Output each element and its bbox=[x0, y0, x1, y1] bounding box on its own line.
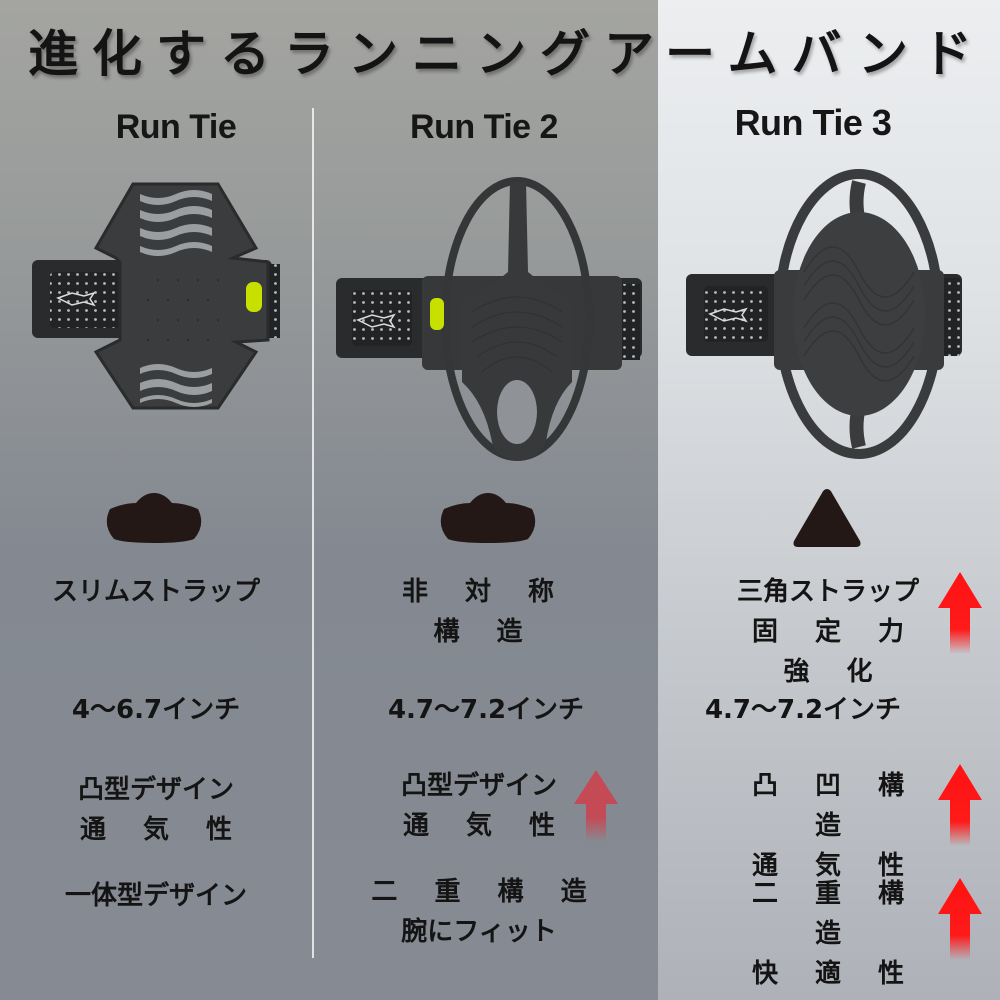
lime-release-button-icon bbox=[246, 282, 262, 312]
ventilation-line-2: 通 気 性 bbox=[751, 851, 919, 881]
product-name: Run Tie 2 bbox=[410, 108, 558, 146]
structure-line-2: 腕にフィット bbox=[401, 917, 557, 947]
page-title: 進化するランニングアームバンド bbox=[28, 25, 986, 83]
product-column-run-tie-3: Run Tie 3 三角ストラップ 固 定 力 強 化 4.7〜7.2 bbox=[658, 0, 1000, 1000]
triangle-profile-icon bbox=[793, 489, 861, 547]
rounded-bump-profile-icon bbox=[440, 493, 536, 543]
structure-line-2: 快 適 性 bbox=[751, 959, 919, 989]
structure-line-1: 二 重 構 造 bbox=[751, 879, 919, 949]
ventilation-label: 凸 凹 構 造 通 気 性 bbox=[708, 766, 948, 886]
ventilation-label: 凸型デザイン 通 気 性 bbox=[354, 766, 604, 846]
ventilation-line-1: 凸型デザイン bbox=[77, 775, 234, 805]
arrow-up-faded-icon bbox=[574, 770, 618, 842]
strap-type-label: 非 対 称 構 造 bbox=[401, 577, 569, 647]
screen-size-label: 4.7〜7.2インチ bbox=[704, 695, 902, 725]
run-tie-armband-image bbox=[32, 182, 280, 410]
product-name: Run Tie 3 bbox=[734, 102, 892, 143]
rounded-bump-profile-icon bbox=[106, 493, 202, 543]
strap-type-line-1: 三角ストラップ bbox=[736, 577, 919, 607]
screen-size-label: 4.7〜7.2インチ bbox=[387, 695, 585, 725]
arrow-up-red-icon bbox=[938, 764, 982, 846]
product-name: Run Tie bbox=[115, 108, 237, 146]
arrow-up-red-icon bbox=[938, 572, 982, 654]
product-column-run-tie-2: Run Tie 2 非 対 称 構 造 4.7〜7.2インチ 凸型デザイン 通 … bbox=[314, 0, 658, 1000]
structure-label: 一体型デザイン bbox=[64, 881, 247, 911]
run-tie-3-armband-image bbox=[686, 169, 962, 459]
ventilation-line-1: 凸型デザイン bbox=[400, 771, 557, 801]
product-column-run-tie: Run Tie スリムストラップ 4〜 bbox=[0, 0, 312, 1000]
ventilation-line-1: 凸 凹 構 造 bbox=[751, 771, 919, 841]
column-divider bbox=[312, 108, 314, 958]
strap-type-line-2: 固 定 力 強 化 bbox=[751, 617, 919, 687]
ventilation-line-2: 通 気 性 bbox=[79, 815, 247, 845]
run-tie-2-armband-image bbox=[336, 177, 642, 461]
structure-label: 二 重 構 造 快 適 性 bbox=[708, 874, 948, 994]
strap-type-label: 三角ストラップ 固 定 力 強 化 bbox=[708, 572, 948, 692]
ventilation-line-2: 通 気 性 bbox=[402, 811, 570, 841]
structure-label: 二 重 構 造 腕にフィット bbox=[354, 872, 604, 952]
strap-type-label: スリムストラップ bbox=[51, 577, 260, 607]
screen-size-label: 4〜6.7インチ bbox=[71, 695, 241, 725]
ventilation-label: 凸型デザイン 通 気 性 bbox=[0, 770, 312, 850]
arrow-up-red-icon bbox=[938, 878, 982, 960]
structure-line-1: 二 重 構 造 bbox=[371, 877, 601, 907]
